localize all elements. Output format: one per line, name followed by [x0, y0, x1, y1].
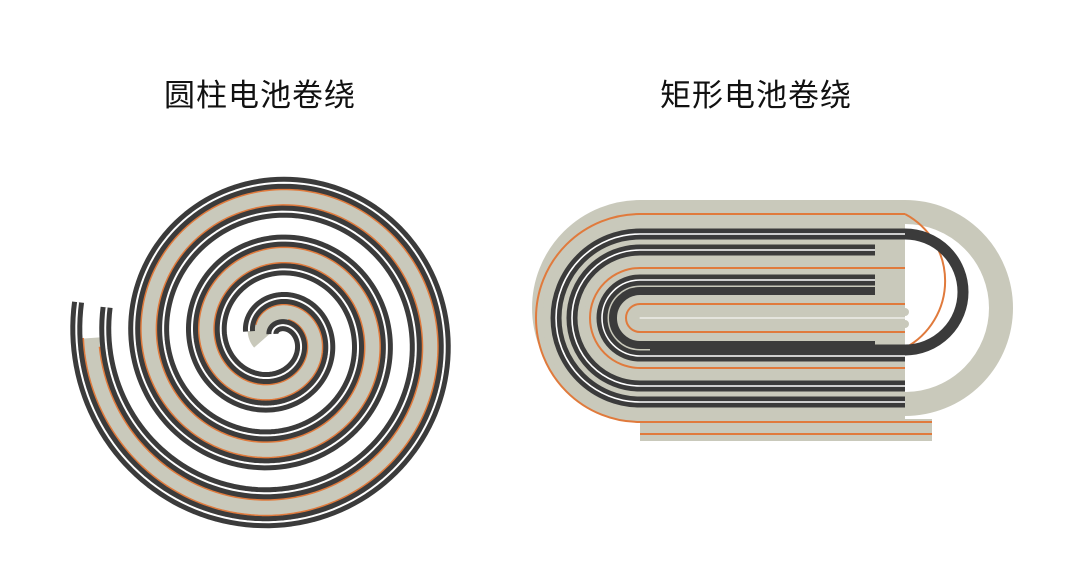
electrode-gap-inner — [104, 210, 417, 495]
current-collector-line — [589, 267, 905, 369]
electrode-layer — [609, 287, 875, 349]
current-collector-line-inner — [98, 204, 424, 501]
current-collector-line — [625, 303, 905, 333]
electrode-gap — [571, 249, 905, 387]
separator-fill — [560, 238, 905, 398]
separator-fill — [578, 256, 905, 380]
separator-fill — [614, 292, 905, 344]
separator-fill — [620, 298, 905, 338]
separator-fill — [590, 268, 905, 368]
current-collector-line — [535, 213, 932, 423]
electrode-layer — [650, 228, 969, 356]
cylindrical-winding-title: 圆柱电池卷绕 — [164, 78, 356, 114]
separator-fill — [536, 214, 905, 422]
current-collector-line-outer — [82, 188, 440, 517]
separator-fill — [542, 220, 905, 416]
prismatic-winding-title: 矩形电池卷绕 — [660, 78, 852, 114]
electrode-gap — [555, 233, 905, 403]
separator-layer — [76, 182, 445, 523]
separator-core — [630, 308, 909, 328]
current-collector-line — [904, 213, 947, 349]
electrode-gap-outer — [75, 181, 446, 524]
prismatic-winding-diagram — [532, 200, 1013, 441]
cylindrical-winding-diagram — [70, 176, 451, 529]
separator-fill — [584, 262, 905, 374]
electrode-gap — [601, 279, 905, 357]
